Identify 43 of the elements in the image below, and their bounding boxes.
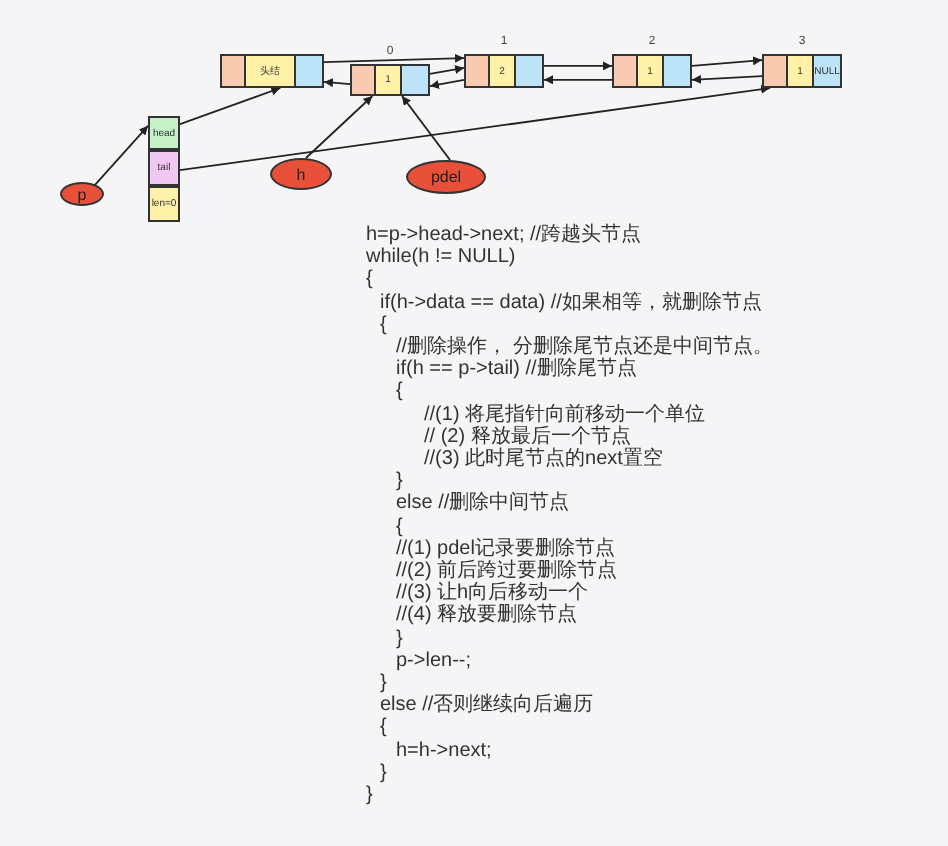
code-line: //(1) 将尾指针向前移动一个单位 — [424, 403, 706, 426]
arrow — [691, 56, 763, 67]
code-line: { — [396, 515, 403, 538]
code-line: // (2) 释放最后一个节点 — [424, 425, 631, 448]
arrow — [691, 74, 763, 84]
code-line: h=p->head->next; //跨越头节点 — [366, 224, 642, 247]
list-node — [220, 54, 324, 88]
code-line: //(1) pdel记录要删除节点 — [396, 537, 615, 560]
code-line: //(3) 此时尾节点的next置空 — [424, 448, 663, 471]
code-line: //(4) 释放要删除节点 — [396, 604, 578, 628]
code-line: } — [380, 672, 387, 695]
arrow — [429, 78, 465, 89]
arrow — [92, 124, 149, 187]
code-line: { — [396, 380, 403, 404]
code-line: if(h == p->tail) //删除尾节点 — [396, 358, 637, 381]
code-line: } — [380, 761, 387, 784]
code-line: } — [396, 470, 403, 493]
arrow — [401, 95, 451, 161]
arrow — [179, 84, 771, 172]
pointer-ellipse: p — [60, 182, 104, 206]
arrow — [543, 75, 613, 85]
pointer-ellipse: pdel — [406, 160, 486, 194]
arrow — [323, 53, 465, 64]
code-line: //(3) 让h向后移动一个 — [396, 582, 589, 605]
code-line: { — [380, 716, 387, 740]
code-line: h=h->next; — [396, 739, 492, 762]
code-line: else //否则继续向后遍历 — [380, 694, 594, 717]
code-line: } — [366, 784, 373, 807]
code-line: { — [380, 313, 387, 336]
pointer-ellipse: h — [270, 158, 332, 190]
code-line: while(h != NULL) — [366, 246, 516, 269]
code-line: if(h->data == data) //如果相等，就删除节点 — [380, 291, 762, 314]
code-line: } — [396, 627, 403, 650]
code-line: //删除操作， 分删除尾节点还是中间节点。 — [396, 336, 773, 358]
code-line: { — [366, 268, 373, 292]
arrow — [323, 78, 351, 88]
arrow — [543, 61, 613, 71]
code-line: else //删除中间节点 — [396, 492, 570, 516]
arrow — [179, 86, 282, 126]
code-line: //(2) 前后跨过要删除节点 — [396, 560, 618, 582]
code-line: p->len--; — [396, 649, 472, 672]
arrow — [305, 95, 374, 159]
arrow — [429, 65, 465, 75]
